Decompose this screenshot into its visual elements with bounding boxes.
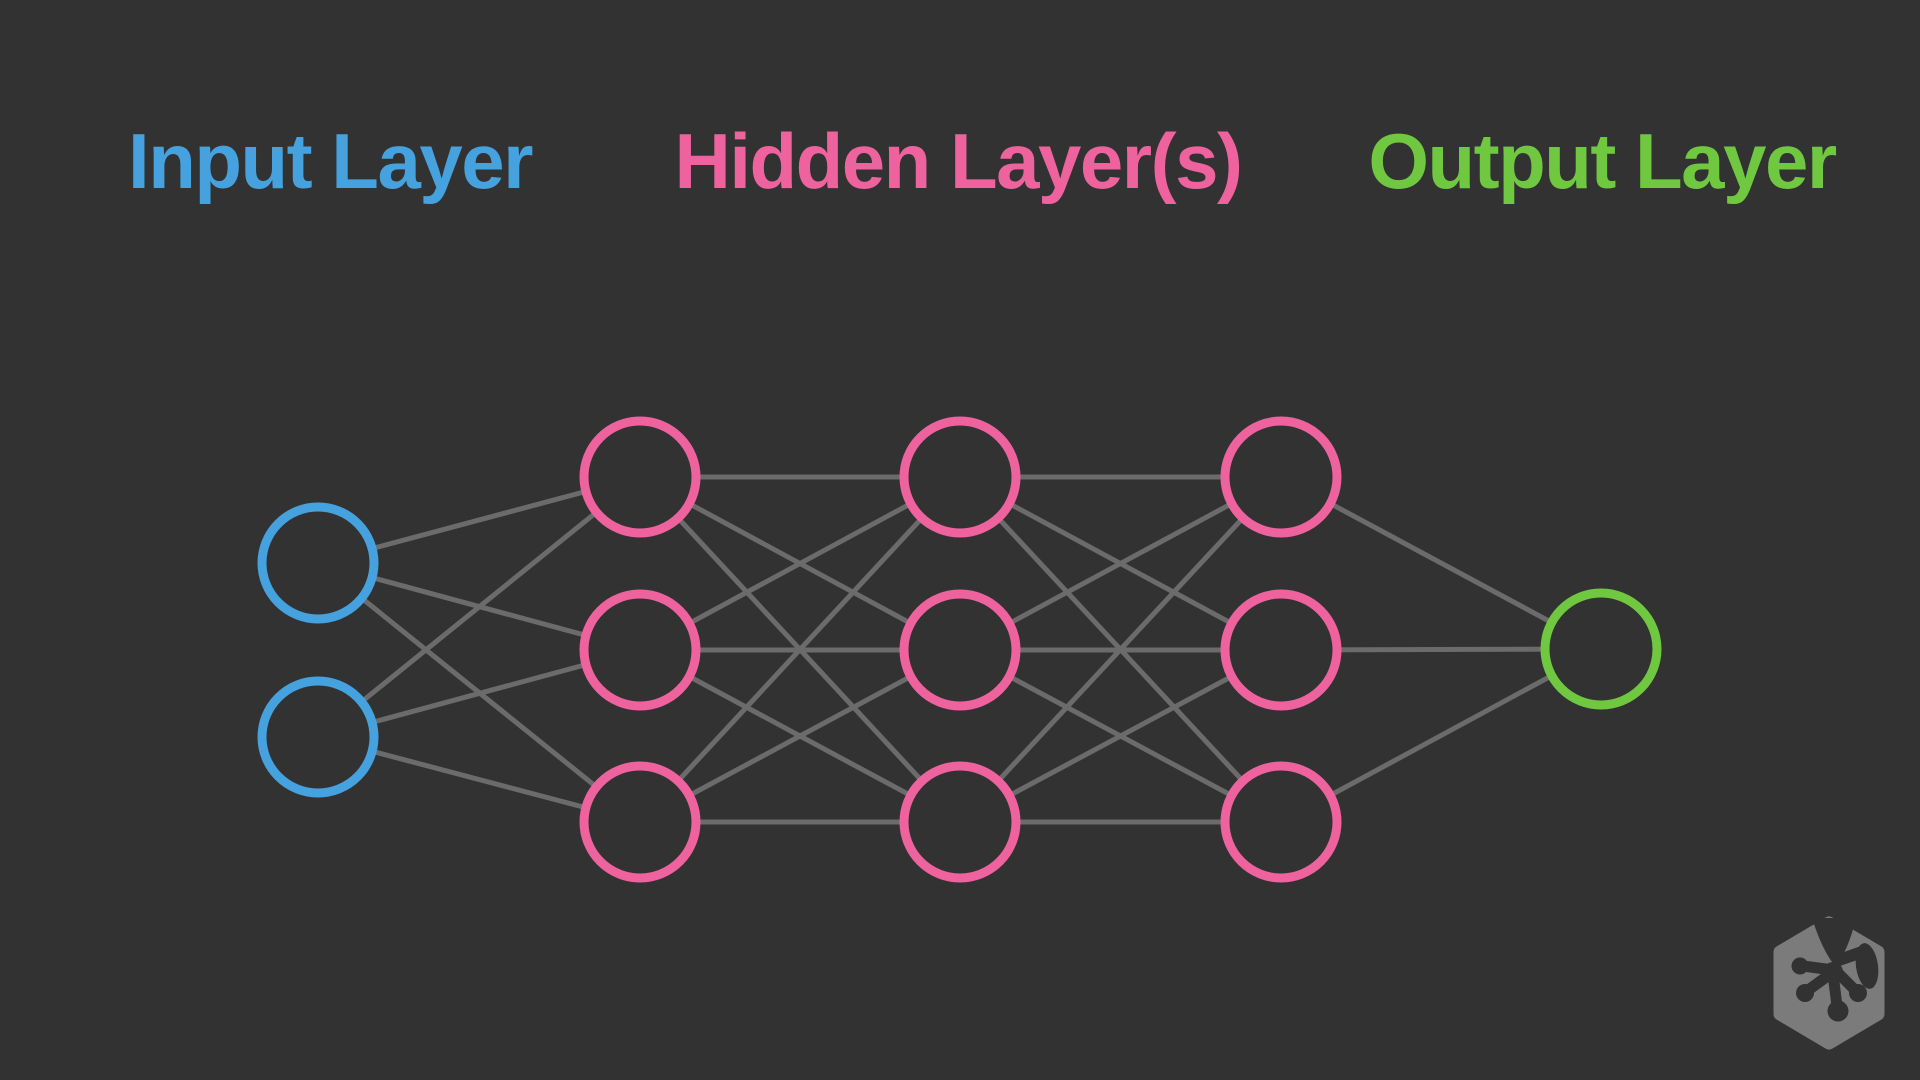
edge-hidden-layer-1-to-hidden-layer-2	[638, 475, 962, 824]
hidden-layer-title: Hidden Layer(s)	[674, 117, 1243, 205]
hidden-layer-3-node	[1220, 589, 1342, 711]
edge-hidden-layer-2-to-hidden-layer-3	[958, 474, 1283, 653]
hidden-layer-2-node	[899, 416, 1021, 538]
edge-hidden-layer-1-to-hidden-layer-2	[638, 647, 962, 825]
hidden-layer-2-node	[899, 589, 1021, 711]
input-layer-node	[257, 676, 379, 798]
edge-hidden-layer-1-to-hidden-layer-2	[638, 474, 962, 653]
input-layer-node	[257, 502, 379, 624]
edge-hidden-layer-2-to-hidden-layer-3	[958, 475, 1283, 824]
hidden-layer-2-node	[899, 761, 1021, 883]
hidden-layer-1-node	[579, 589, 701, 711]
edge-hidden-layer-3-to-output-layer	[1279, 474, 1603, 652]
hidden-layer-1-node	[579, 416, 701, 538]
badge-cutout	[1791, 918, 1879, 1022]
output-layer-node	[1540, 588, 1662, 710]
hidden-layer-3-node	[1220, 416, 1342, 538]
hidden-layer-1-node	[579, 761, 701, 883]
treehouse-badge-icon	[1773, 916, 1885, 1050]
edge-input-layer-to-hidden-layer-1	[316, 475, 642, 739]
edge-hidden-layer-3-to-output-layer	[1279, 646, 1603, 825]
hidden-layer-3-node	[1220, 761, 1342, 883]
output-layer-title: Output Layer	[1368, 117, 1837, 205]
input-layer-title: Input Layer	[128, 117, 533, 205]
edge-hidden-layer-2-to-hidden-layer-3	[958, 647, 1283, 825]
